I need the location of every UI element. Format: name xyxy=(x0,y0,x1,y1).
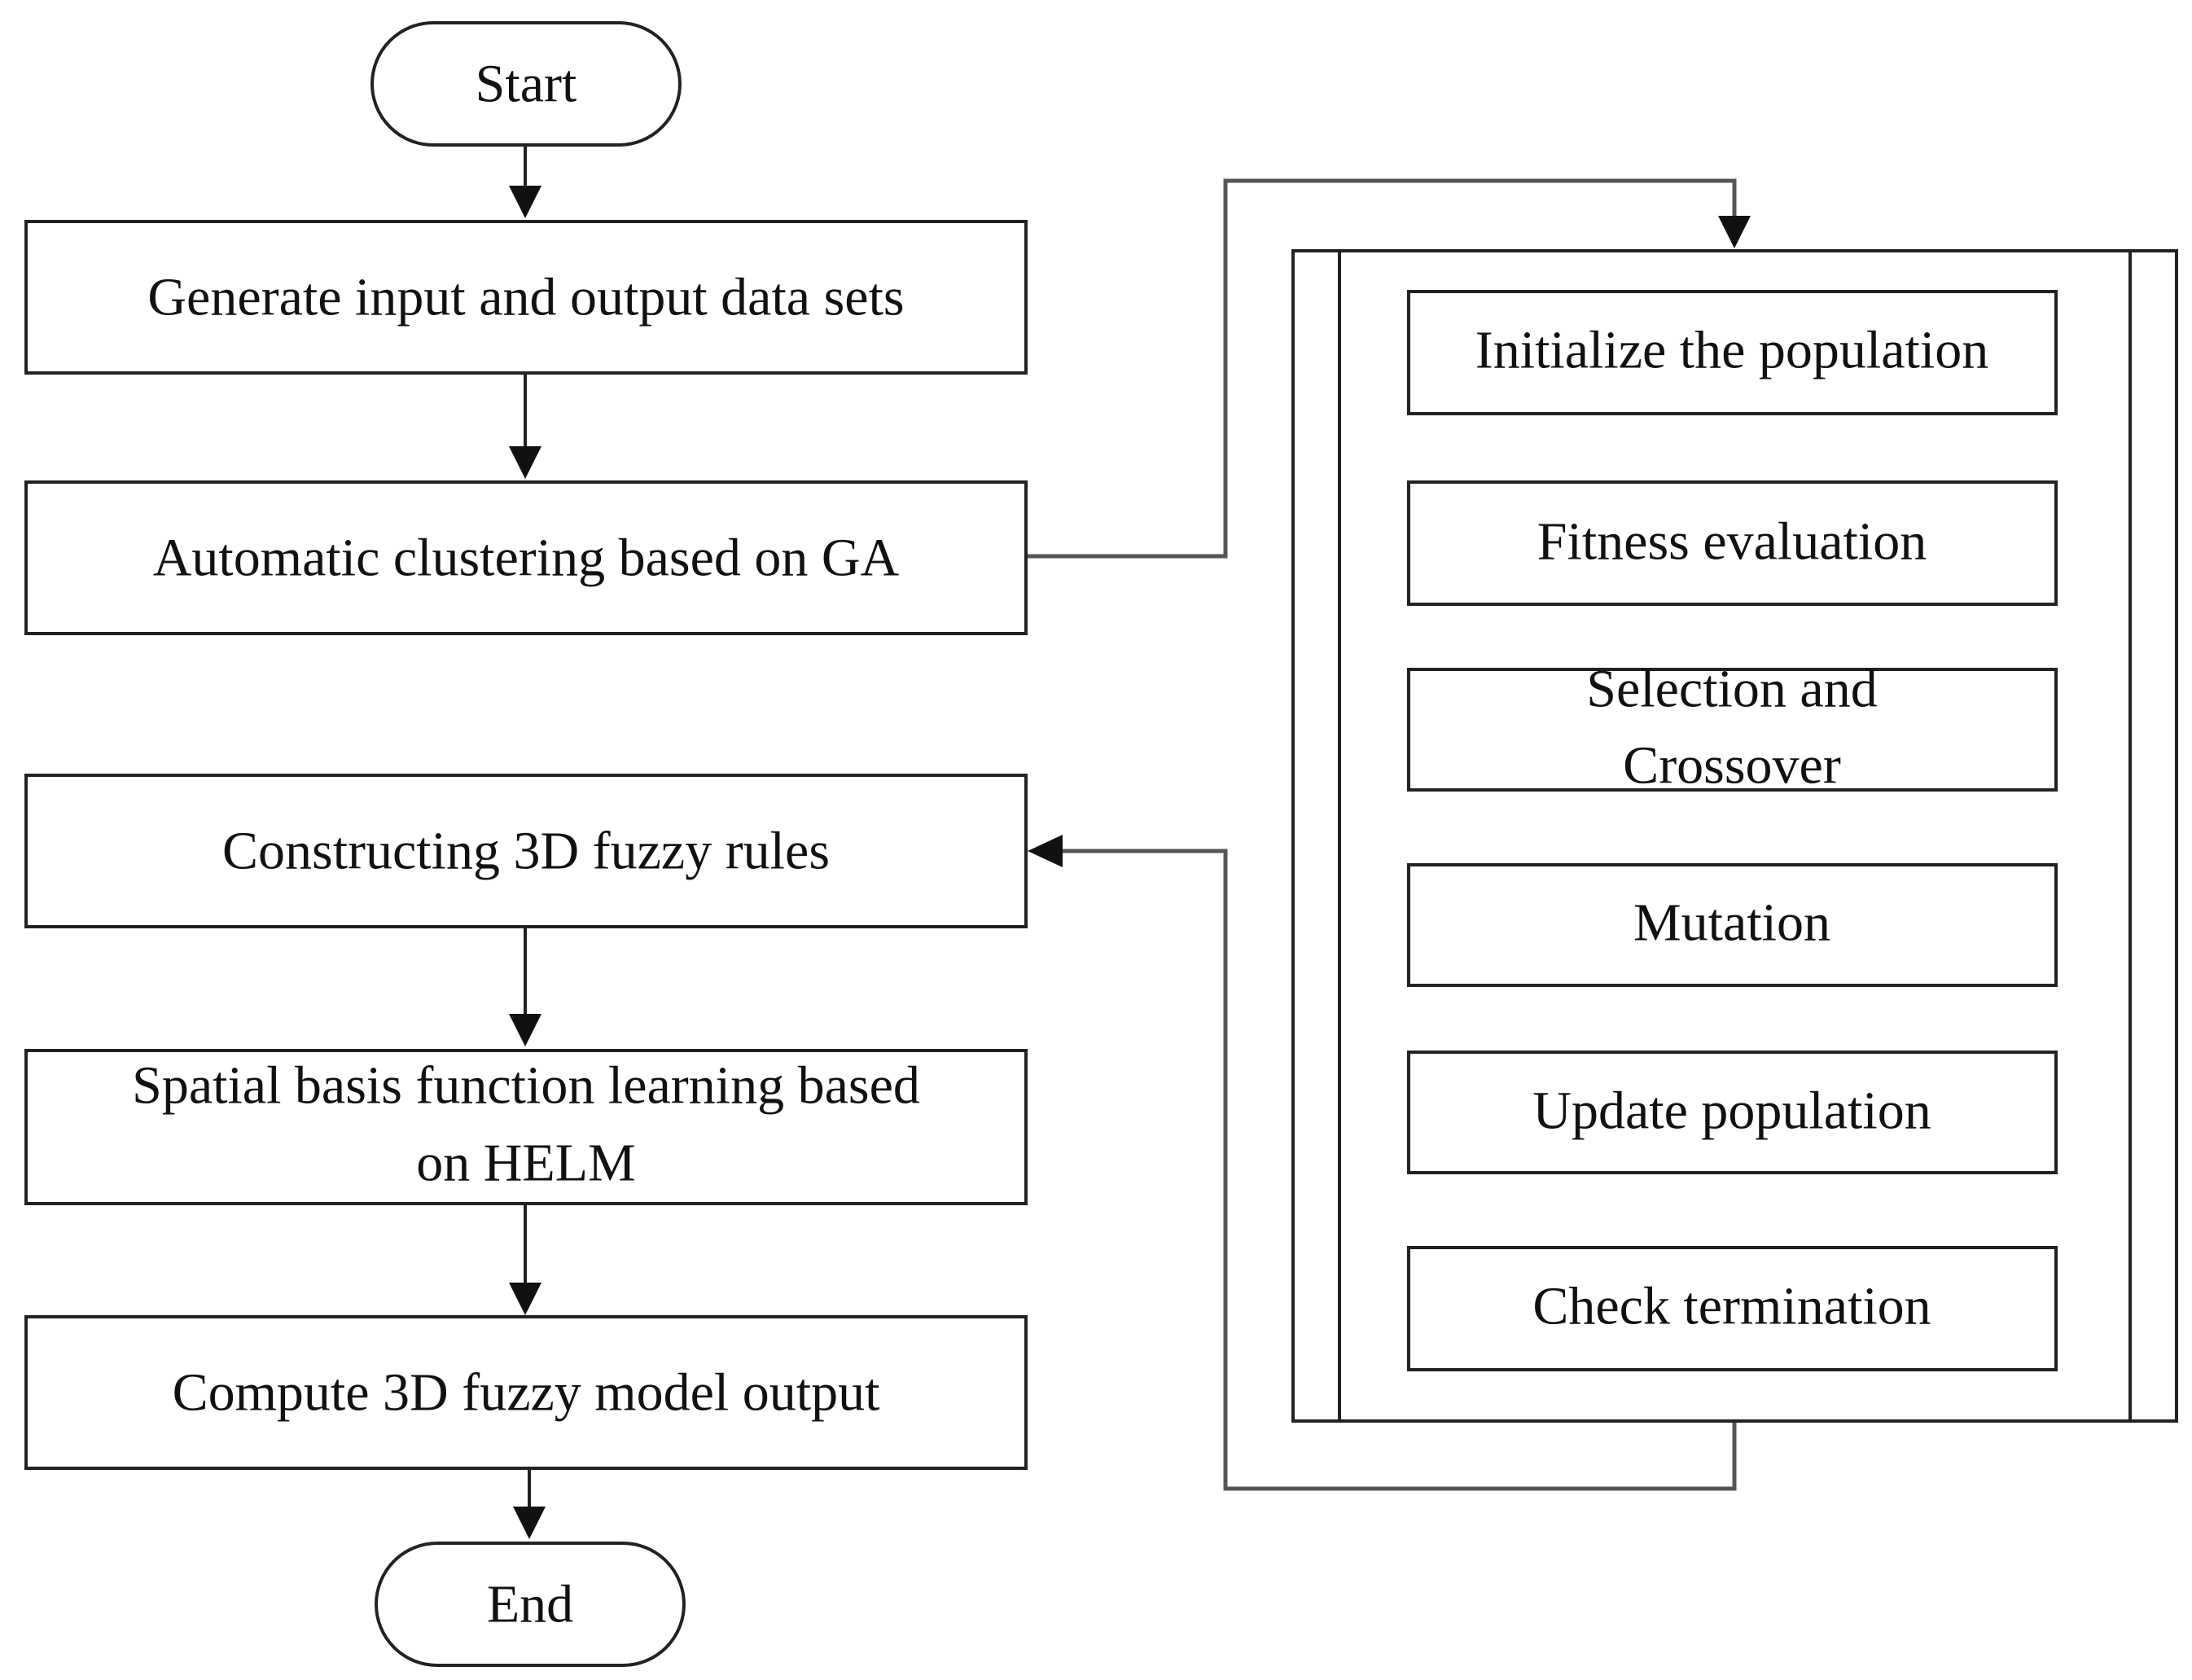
check-termination-box xyxy=(1407,1246,2058,1371)
check-termination-label: Check termination xyxy=(1532,1277,1931,1336)
arrowhead-icon xyxy=(1718,216,1751,248)
compute-output-label: Compute 3D fuzzy model output xyxy=(173,1363,880,1423)
main-flow: Start Generate input and output data set… xyxy=(24,21,1028,1667)
selection-crossover-label-line2: Crossover xyxy=(1623,736,1841,796)
arrowhead-icon xyxy=(509,446,541,479)
end-label: End xyxy=(487,1575,573,1634)
arrowhead-icon xyxy=(509,186,541,218)
fitness-label: Fitness evaluation xyxy=(1537,512,1927,572)
init-population-box xyxy=(1407,290,2058,415)
start-label: Start xyxy=(476,55,577,114)
arrowhead-icon xyxy=(509,1014,541,1046)
ga-subprocess: Initialize the population Fitness evalua… xyxy=(1291,249,2178,1423)
update-population-box xyxy=(1407,1051,2058,1174)
init-population-label: Initialize the population xyxy=(1475,321,1988,380)
connector-clustering-to-ga xyxy=(1028,178,1737,559)
fuzzy-rules-label: Constructing 3D fuzzy rules xyxy=(222,822,830,881)
helm-learning-box xyxy=(24,1049,1028,1205)
arrowhead-icon xyxy=(1028,835,1063,867)
selection-crossover-label-line1: Selection and xyxy=(1586,660,1877,719)
start-terminal xyxy=(370,21,682,147)
arrowhead-icon xyxy=(513,1507,546,1539)
compute-output-box xyxy=(24,1315,1028,1470)
clustering-box xyxy=(24,480,1028,635)
ga-subprocess-frame xyxy=(1291,249,2178,1423)
generate-data-label: Generate input and output data sets xyxy=(147,268,904,327)
mutation-label: Mutation xyxy=(1633,893,1830,953)
generate-data-box xyxy=(24,220,1028,375)
arrowhead-icon xyxy=(509,1283,541,1315)
fitness-box xyxy=(1407,480,2058,606)
clustering-label: Automatic clustering based on GA xyxy=(153,529,900,588)
end-terminal xyxy=(375,1542,686,1667)
selection-crossover-box xyxy=(1407,668,2058,792)
helm-learning-label-line1: Spatial basis function learning based xyxy=(132,1056,920,1116)
connector-ga-to-rules xyxy=(1059,849,1737,1491)
fuzzy-rules-box xyxy=(24,774,1028,928)
update-population-label: Update population xyxy=(1532,1081,1931,1141)
helm-learning-label-line2: on HELM xyxy=(416,1134,635,1193)
mutation-box xyxy=(1407,863,2058,987)
